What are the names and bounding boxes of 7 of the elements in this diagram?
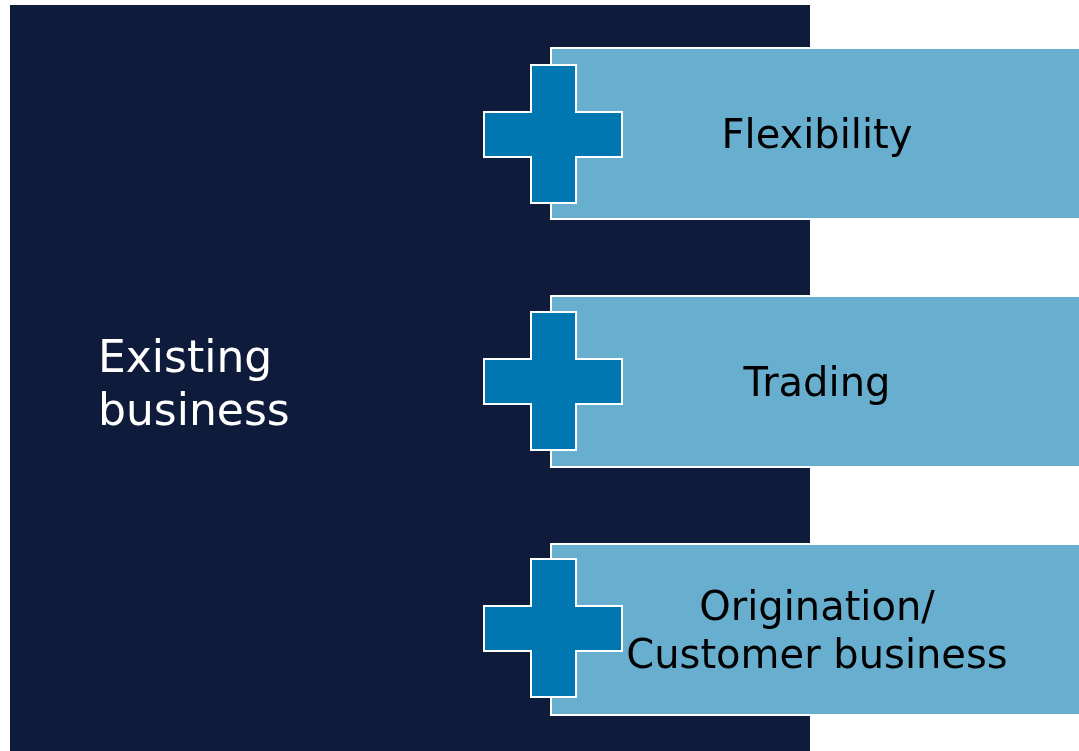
segment-label: Trading bbox=[742, 357, 892, 406]
segment-label: Origination/ Customer business bbox=[625, 581, 1009, 678]
segment-box bbox=[550, 295, 1079, 468]
panel-title: Existing business bbox=[98, 331, 291, 437]
segment-label: Flexibility bbox=[720, 109, 914, 158]
segment-box bbox=[550, 543, 1079, 716]
segment-box bbox=[550, 47, 1079, 220]
